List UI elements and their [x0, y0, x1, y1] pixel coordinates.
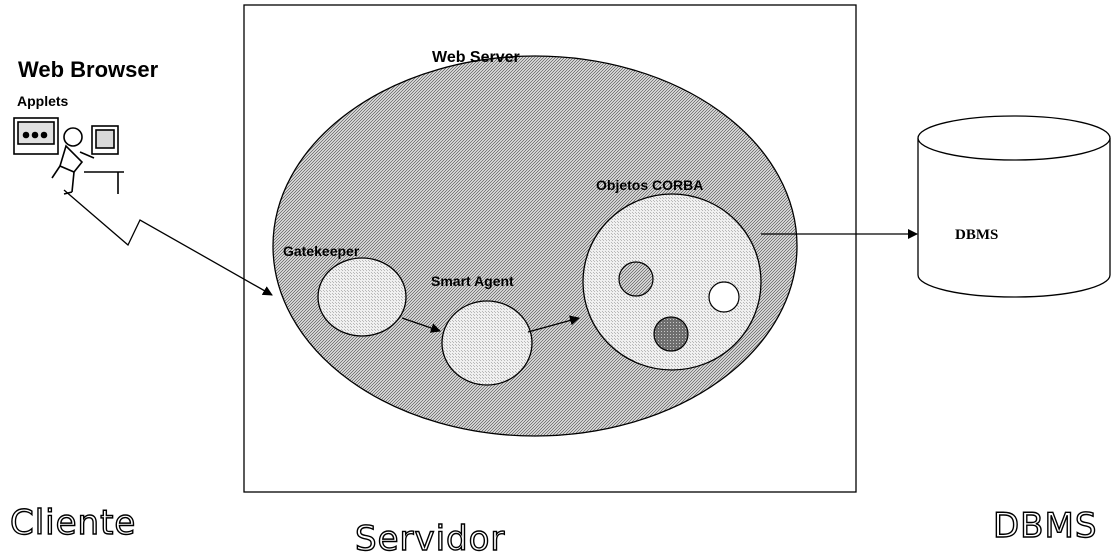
corba-objects-label: Objetos CORBA: [596, 177, 703, 193]
server-box: Web Server Gatekeeper Smart Agent Objeto…: [243, 4, 857, 493]
gatekeeper-circle: [317, 257, 407, 337]
web-server-label: Web Server: [432, 49, 520, 66]
agent-to-corba-arrow: [527, 315, 580, 333]
applets-label: Applets: [17, 93, 69, 109]
corba-object-2: [708, 281, 740, 313]
dbms-caption: DBMS: [993, 506, 1097, 546]
smart-agent-circle: [441, 300, 533, 386]
smart-agent-label: Smart Agent: [431, 273, 514, 289]
corba-objects-circle: [582, 193, 762, 371]
client-section: Web Browser Applets: [13, 57, 273, 296]
web-browser-label: Web Browser: [18, 57, 159, 82]
dbms-label: DBMS: [955, 227, 998, 243]
client-caption: Cliente: [10, 503, 136, 543]
gatekeeper-to-agent-arrow: [401, 317, 441, 333]
gatekeeper-label: Gatekeeper: [283, 243, 360, 259]
corba-object-1: [618, 261, 654, 297]
user-at-computer-icon: [13, 117, 124, 195]
network-connection-line: [63, 189, 273, 296]
database-cylinder-icon: DBMS: [917, 115, 1111, 298]
server-caption: Servidor: [355, 519, 505, 558]
corba-object-3: [653, 316, 689, 352]
